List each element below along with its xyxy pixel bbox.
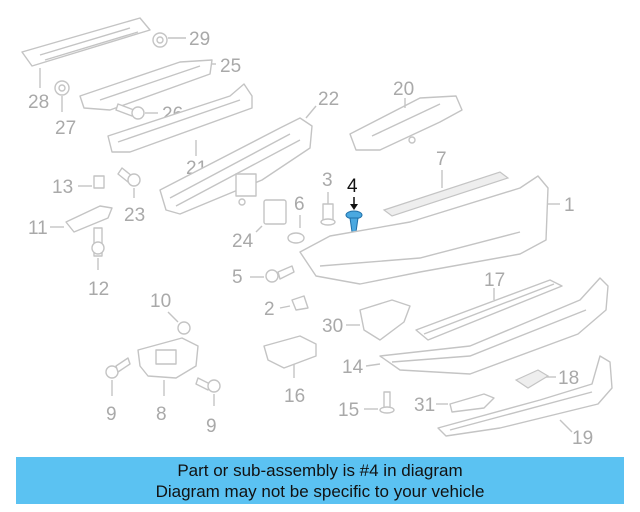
part-17-retainer: 17 — [415, 270, 563, 341]
banner-line-1: Part or sub-assembly is #4 in diagram — [177, 460, 463, 480]
parts-diagram: 29 28 27 25 26 21 — [21, 17, 613, 449]
callout-24: 24 — [232, 231, 254, 252]
part-3-bolt: 3 — [320, 170, 336, 226]
callout-3: 3 — [322, 170, 333, 191]
part-4-highlighted-clip: 4 — [345, 176, 363, 233]
part-13-clip: 13 — [52, 175, 105, 198]
part-10-clip: 10 — [150, 291, 191, 335]
callout-12: 12 — [88, 279, 109, 300]
callout-4: 4 — [347, 176, 358, 197]
callout-5: 5 — [232, 267, 243, 288]
callout-20: 20 — [393, 79, 414, 100]
info-banner: Part or sub-assembly is #4 in diagram Di… — [16, 457, 624, 504]
part-20-bracket: 20 — [349, 79, 463, 151]
callout-11: 11 — [28, 218, 48, 239]
part-27-clip: 27 — [54, 80, 76, 139]
part-6-bushing: 6 — [287, 194, 305, 244]
part-9-screw-left: 9 — [105, 357, 131, 425]
part-7-molding: 7 — [382, 149, 510, 217]
callout-9a: 9 — [106, 404, 117, 425]
part-11-bracket: 11 — [28, 205, 113, 239]
part-31-trim: 31 — [414, 393, 495, 416]
part-19-diffuser: 19 — [437, 355, 613, 449]
callout-8: 8 — [156, 404, 167, 425]
callout-9b: 9 — [206, 416, 217, 437]
part-29-nut: 29 — [152, 29, 210, 50]
callout-23: 23 — [124, 205, 145, 226]
callout-27: 27 — [55, 118, 76, 139]
callout-31: 31 — [414, 395, 435, 416]
callout-2: 2 — [264, 299, 275, 320]
part-28-upper-strip: 28 — [21, 17, 151, 113]
part-8-sensor-bracket: 8 — [137, 337, 199, 425]
part-30-bracket: 30 — [322, 299, 411, 341]
callout-17: 17 — [484, 270, 505, 291]
callout-7: 7 — [436, 149, 447, 170]
part-1-bumper-cover: 1 — [299, 175, 575, 285]
callout-25: 25 — [220, 56, 241, 77]
callout-13: 13 — [52, 177, 73, 198]
part-15-bolt: 15 — [338, 391, 395, 421]
callout-16: 16 — [284, 386, 305, 407]
part-9-screw-right: 9 — [195, 377, 221, 437]
part-23-bolt: 23 — [117, 167, 145, 226]
callout-18: 18 — [558, 368, 579, 389]
part-5-bolt: 5 — [232, 265, 295, 288]
part-2-bracket: 2 — [264, 295, 309, 320]
callout-10: 10 — [150, 291, 171, 312]
callout-6: 6 — [294, 194, 305, 215]
banner-line-2: Diagram may not be specific to your vehi… — [155, 481, 485, 501]
part-14-lower-valance: 14 — [342, 277, 609, 378]
callout-14: 14 — [342, 357, 364, 378]
callout-29: 29 — [189, 29, 210, 50]
part-24-block: 24 — [232, 199, 287, 252]
callout-28: 28 — [28, 92, 49, 113]
callout-22: 22 — [318, 89, 339, 110]
callout-19: 19 — [572, 428, 593, 449]
part-16-bracket: 16 — [263, 335, 317, 407]
callout-15: 15 — [338, 400, 359, 421]
callout-1: 1 — [564, 195, 575, 216]
part-18-reflector: 18 — [514, 368, 579, 389]
part-12-bolt: 12 — [88, 227, 109, 300]
part-22-impact-bar: 22 — [159, 89, 339, 215]
part-25-absorber: 25 — [79, 56, 241, 111]
callout-30: 30 — [322, 316, 343, 337]
